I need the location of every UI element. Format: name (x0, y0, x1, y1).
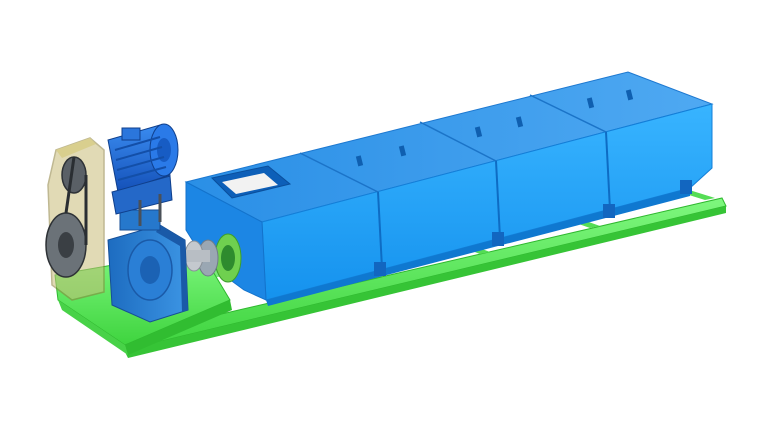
electric-motor (107, 123, 179, 226)
shaft-coupling (180, 233, 242, 283)
conveyor-trough (184, 71, 714, 306)
gearbox (107, 209, 189, 323)
belt-guard (45, 137, 105, 301)
